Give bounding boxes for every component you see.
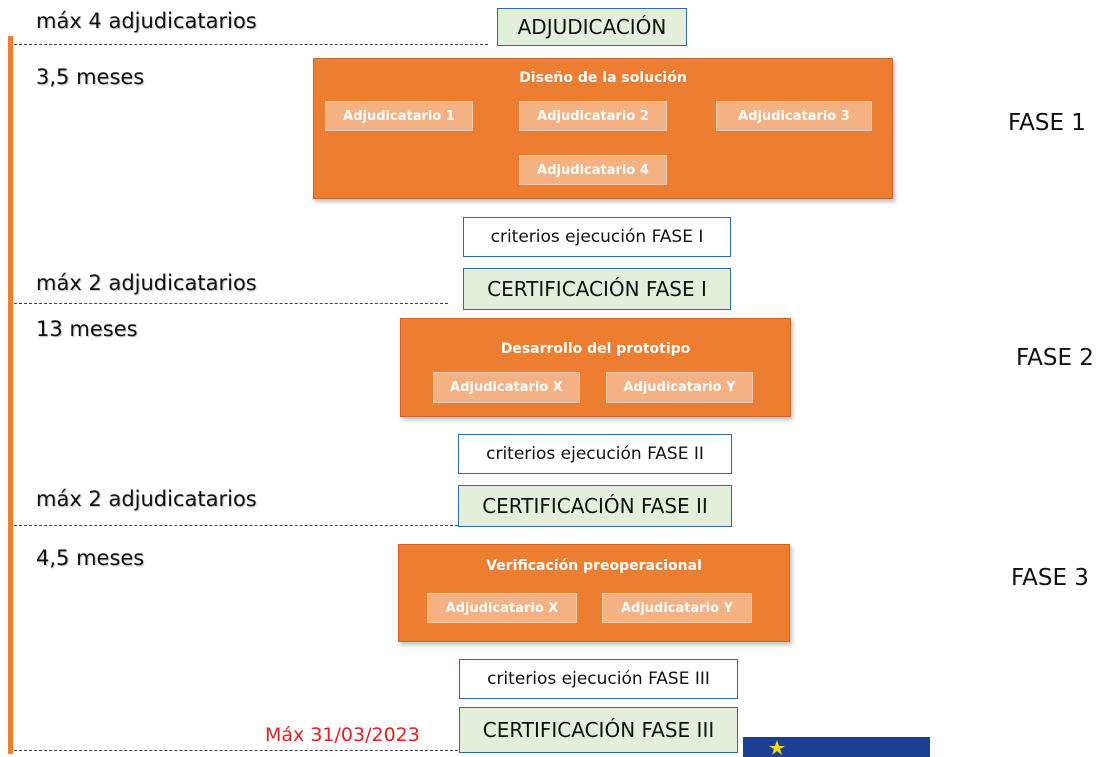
max-awardees-label-1: máx 4 adjudicatarios bbox=[36, 9, 257, 33]
star-icon bbox=[769, 740, 785, 755]
phase3-certification-box: CERTIFICACIÓN FASE III bbox=[459, 707, 738, 753]
phase2-awardee-y: Adjudicatario Y bbox=[606, 372, 753, 403]
phase1-title: Diseño de la solución bbox=[519, 70, 687, 86]
phase2-certification-box: CERTIFICACIÓN FASE II bbox=[458, 485, 732, 527]
phase1-duration: 3,5 meses bbox=[36, 65, 145, 89]
phase3-box: Verificación preoperacional Adjudicatari… bbox=[398, 544, 790, 642]
phase3-awardee-x: Adjudicatario X bbox=[427, 593, 577, 623]
phase3-duration: 4,5 meses bbox=[36, 546, 145, 570]
phase1-awardee-4: Adjudicatario 4 bbox=[519, 155, 667, 185]
phase3-criteria-box: criterios ejecución FASE III bbox=[459, 659, 738, 699]
phase1-awardee-1: Adjudicatario 1 bbox=[325, 101, 473, 131]
deadline-label: Máx 31/03/2023 bbox=[265, 724, 420, 746]
phase1-awardee-3: Adjudicatario 3 bbox=[716, 101, 872, 131]
eu-flag-icon bbox=[743, 737, 930, 757]
divider-line-4 bbox=[14, 750, 458, 751]
phase2-criteria-box: criterios ejecución FASE II bbox=[458, 434, 732, 474]
max-awardees-label-3: máx 2 adjudicatarios bbox=[36, 487, 257, 511]
phase3-title: Verificación preoperacional bbox=[486, 558, 702, 574]
phase2-title: Desarrollo del prototipo bbox=[500, 341, 691, 357]
max-awardees-label-2: máx 2 adjudicatarios bbox=[36, 271, 257, 295]
phase1-awardee-2: Adjudicatario 2 bbox=[519, 101, 667, 131]
phase1-certification-box: CERTIFICACIÓN FASE I bbox=[463, 268, 731, 310]
phase1-box: Diseño de la solución Adjudicatario 1 Ad… bbox=[313, 58, 893, 199]
divider-line-1 bbox=[14, 44, 488, 45]
phase1-label: FASE 1 bbox=[1008, 110, 1086, 136]
phase2-duration: 13 meses bbox=[36, 317, 138, 341]
timeline-bar bbox=[8, 36, 13, 754]
adjudicacion-box: ADJUDICACIÓN bbox=[497, 8, 687, 46]
phase2-awardee-x: Adjudicatario X bbox=[433, 372, 580, 403]
phase3-label: FASE 3 bbox=[1011, 565, 1089, 591]
phase2-box: Desarrollo del prototipo Adjudicatario X… bbox=[400, 318, 791, 417]
phase3-awardee-y: Adjudicatario Y bbox=[602, 593, 752, 623]
divider-line-3 bbox=[14, 525, 458, 526]
phase1-criteria-box: criterios ejecución FASE I bbox=[463, 217, 731, 257]
divider-line-2 bbox=[14, 303, 448, 304]
phase2-label: FASE 2 bbox=[1016, 345, 1094, 371]
